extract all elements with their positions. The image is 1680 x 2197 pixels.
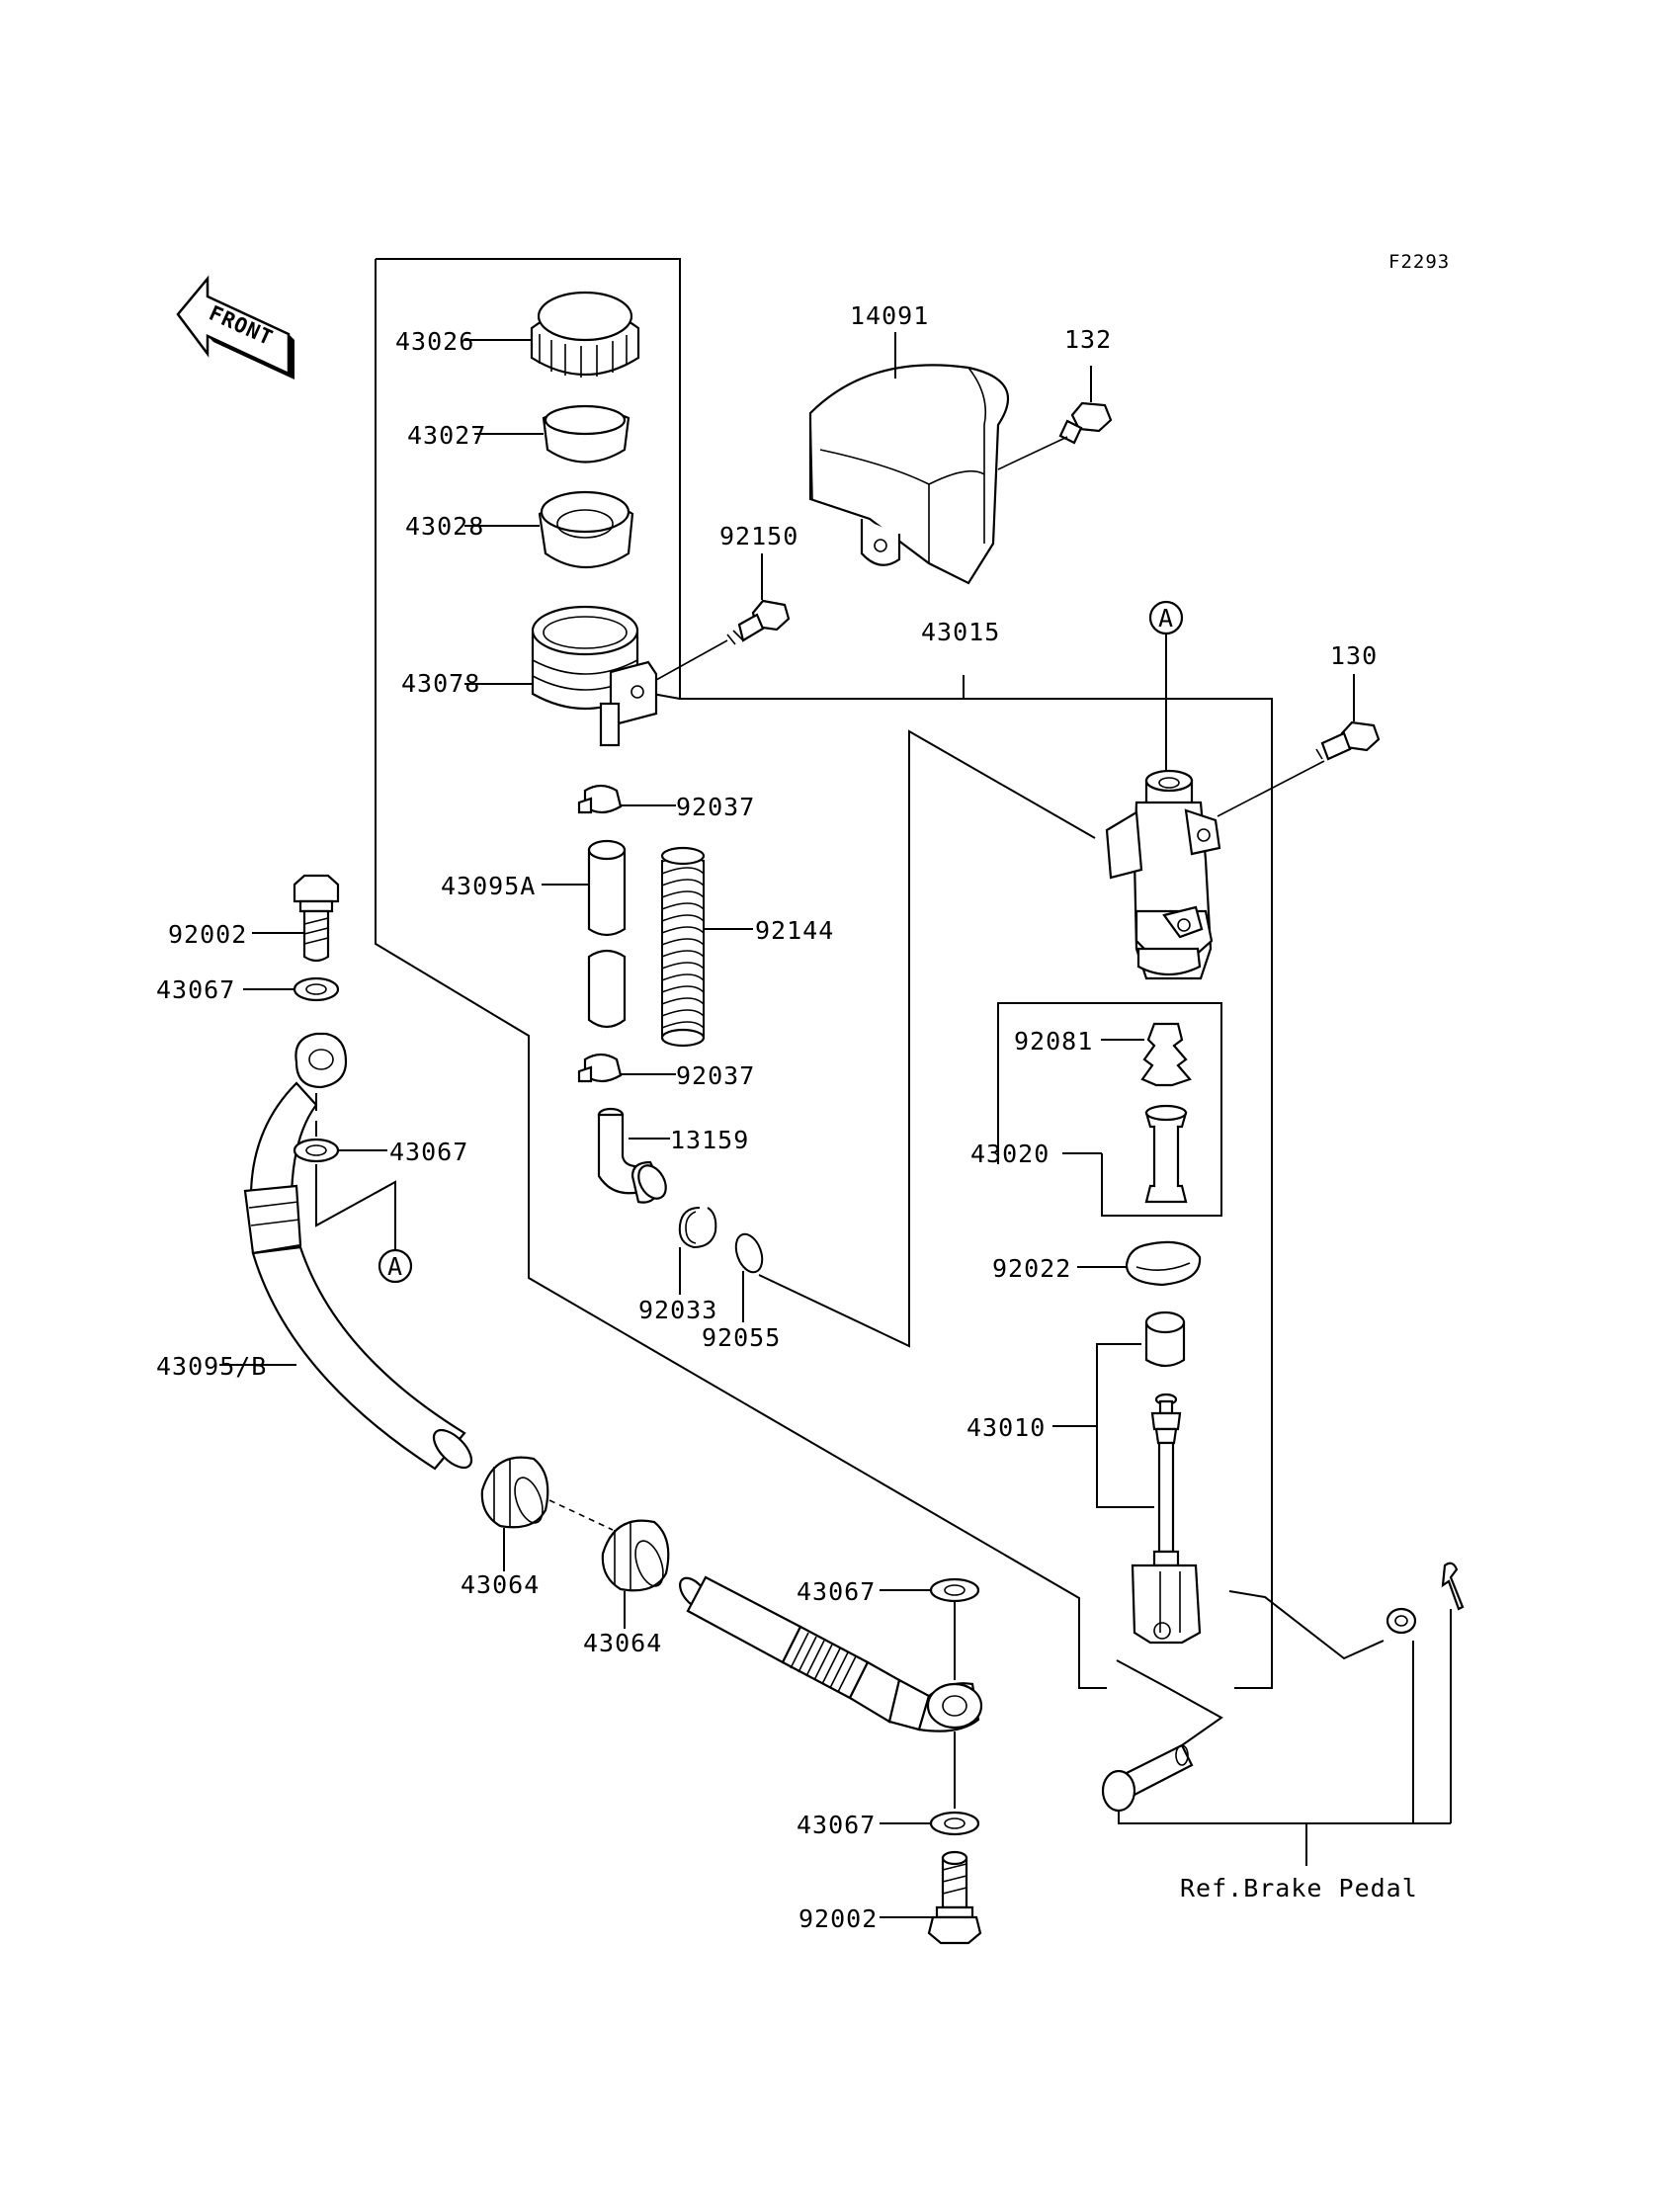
piston-43020 xyxy=(1144,1104,1188,1204)
label-43067-lower-right: 43067 xyxy=(797,1811,876,1839)
label-13159: 13159 xyxy=(670,1126,749,1154)
dust-boot-92081 xyxy=(1101,1022,1192,1087)
reservoir-tank-43078 xyxy=(464,605,658,747)
label-43095A: 43095A xyxy=(441,872,536,900)
banjo-bolt-92002-bottom xyxy=(880,1850,982,1945)
washer-43067-upper-left xyxy=(243,976,340,1002)
brake-hose-lower xyxy=(679,1575,983,1732)
reference-marker-a-top: A xyxy=(1148,600,1184,771)
marker-label-left: A xyxy=(387,1252,403,1281)
bolt-130 xyxy=(1217,674,1381,817)
marker-label: A xyxy=(1158,604,1174,633)
label-92081: 92081 xyxy=(1014,1027,1093,1056)
cover-14091 xyxy=(808,332,1009,585)
label-43064-a: 43064 xyxy=(461,1570,540,1599)
label-43026: 43026 xyxy=(395,327,474,356)
reference-note-brake-pedal: Ref.Brake Pedal xyxy=(1180,1874,1418,1902)
master-cylinder-body xyxy=(1105,769,1221,980)
washer-43067-lower-right xyxy=(880,1732,980,1836)
label-130: 130 xyxy=(1330,641,1378,670)
label-92002-bottom: 92002 xyxy=(798,1904,878,1933)
circlip-92033 xyxy=(678,1207,717,1295)
cotter-pin xyxy=(1441,1562,1465,1823)
grommet-43064-a xyxy=(480,1456,549,1571)
hose-43095A xyxy=(542,839,627,1029)
label-43015: 43015 xyxy=(921,618,1000,646)
reservoir-cap-43026 xyxy=(464,291,640,378)
spring-92144 xyxy=(660,846,753,1048)
bolt-132 xyxy=(997,366,1113,470)
diaphragm-43028 xyxy=(464,490,634,569)
label-92144: 92144 xyxy=(755,916,834,945)
washer-43067-upper-right xyxy=(880,1577,980,1680)
label-43078: 43078 xyxy=(401,669,480,698)
label-14091: 14091 xyxy=(850,301,929,330)
reference-marker-a-left: A xyxy=(315,1164,413,1284)
label-92022: 92022 xyxy=(992,1254,1071,1283)
elbow-fitting-13159 xyxy=(597,1107,670,1204)
piston-kit-box-43020 xyxy=(997,1002,1222,1217)
label-92055: 92055 xyxy=(702,1323,781,1352)
label-43010: 43010 xyxy=(966,1413,1046,1442)
washer-43067-lower-left xyxy=(293,1093,387,1163)
label-92150: 92150 xyxy=(719,522,798,550)
label-43020: 43020 xyxy=(970,1140,1050,1168)
circlip-92022 xyxy=(1077,1240,1202,1287)
label-92037-bottom: 92037 xyxy=(676,1061,755,1090)
figure-code: F2293 xyxy=(1388,251,1450,273)
banjo-bolt-92002-top xyxy=(252,874,340,963)
front-arrow-icon: FRONT xyxy=(176,275,294,380)
clevis-pin xyxy=(1101,1743,1306,1824)
clamp-92037-bottom xyxy=(577,1053,676,1083)
label-92037-top: 92037 xyxy=(676,793,755,821)
bolt-92150 xyxy=(655,553,791,681)
label-43027: 43027 xyxy=(407,421,486,450)
clamp-92037-top xyxy=(577,784,676,814)
label-43028: 43028 xyxy=(405,512,484,541)
label-43067-lower-left: 43067 xyxy=(389,1138,468,1166)
grommet-43064-b xyxy=(601,1519,670,1629)
label-92002-top: 92002 xyxy=(168,920,247,949)
label-43067-upper-left: 43067 xyxy=(156,975,235,1004)
label-43095B: 43095/B xyxy=(156,1352,267,1381)
diaphragm-plate-43027 xyxy=(474,404,630,464)
label-43064-b: 43064 xyxy=(583,1629,662,1657)
label-92033: 92033 xyxy=(638,1296,717,1324)
washer-pedal xyxy=(1386,1607,1417,1823)
brake-hose-43095B xyxy=(219,1032,473,1471)
label-43067-upper-right: 43067 xyxy=(797,1577,876,1606)
label-132: 132 xyxy=(1064,325,1112,354)
o-ring-92055 xyxy=(734,1232,764,1322)
push-rod-43010 xyxy=(1052,1310,1202,1645)
